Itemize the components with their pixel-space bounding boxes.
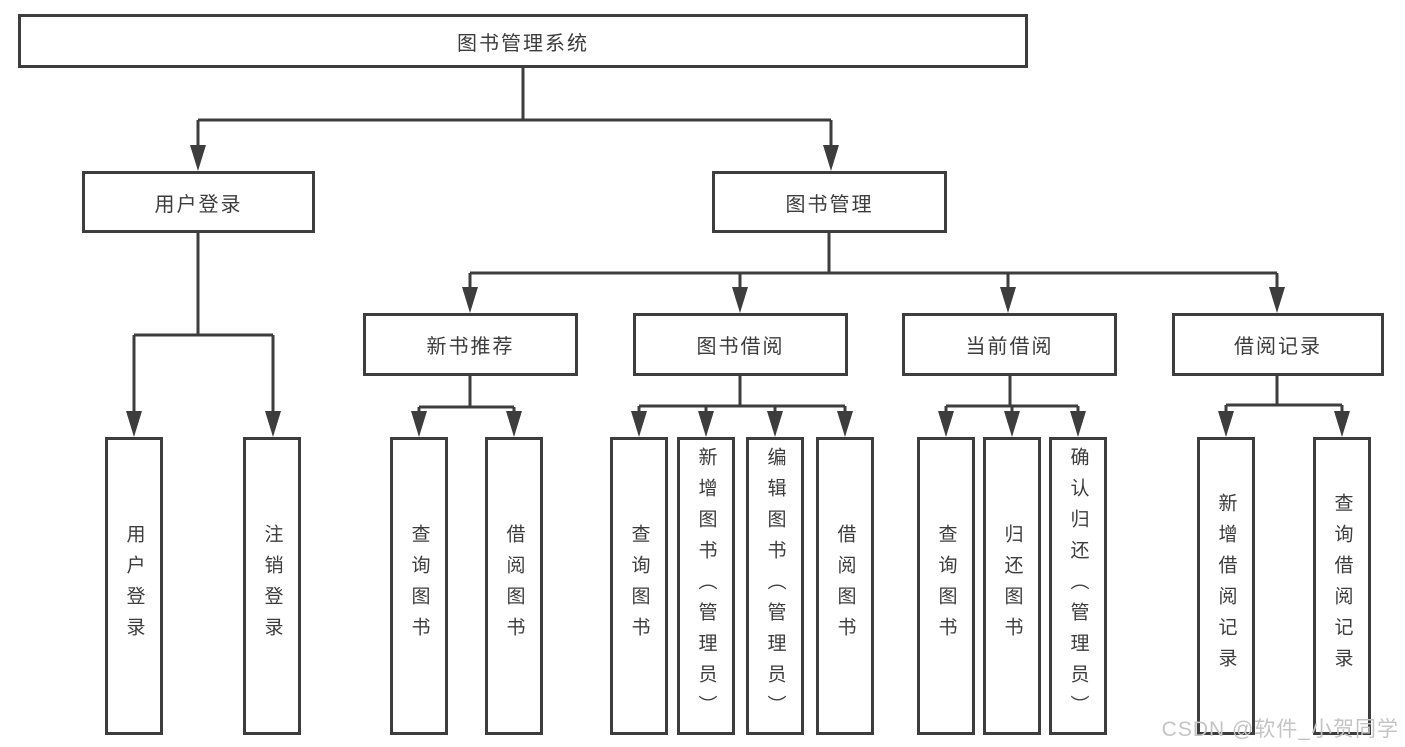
leaf-confirm-return-admin: 确认归还（管理员） [1049, 437, 1107, 735]
leaf-label: 查询借阅记录 [1331, 493, 1353, 679]
leaf-query-book-borrow: 查询图书 [610, 437, 668, 735]
leaf-label: 新增借阅记录 [1215, 493, 1237, 679]
arrow-icon [1004, 411, 1020, 437]
leaf-label: 借阅图书 [503, 524, 525, 648]
arrow-icon [837, 411, 853, 437]
leaf-label: 查询图书 [628, 524, 650, 648]
arrow-icon [126, 411, 142, 437]
leaf-label: 归还图书 [1001, 524, 1023, 648]
leaf-user-login: 用户登录 [105, 437, 163, 735]
arrow-icon [1334, 411, 1350, 437]
leaf-borrow-book-recommend: 借阅图书 [485, 437, 543, 735]
node-user-login-branch: 用户登录 [82, 171, 315, 233]
leaf-label: 用户登录 [123, 524, 145, 648]
leaf-label: 注销登录 [261, 524, 283, 648]
node-current-borrow: 当前借阅 [902, 313, 1117, 376]
node-label: 当前借阅 [965, 336, 1054, 358]
node-borrow-records: 借阅记录 [1172, 313, 1384, 376]
leaf-label: 借阅图书 [834, 524, 856, 648]
leaf-label: 查询图书 [935, 524, 957, 648]
arrow-icon [732, 287, 748, 313]
leaf-edit-book-admin: 编辑图书（管理员） [746, 437, 804, 735]
arrow-icon [462, 287, 478, 313]
node-label: 图书借阅 [696, 336, 785, 358]
arrow-icon [767, 411, 783, 437]
leaf-add-borrow-record: 新增借阅记录 [1197, 437, 1255, 735]
leaf-query-book-current: 查询图书 [917, 437, 975, 735]
arrow-icon [938, 411, 954, 437]
leaf-logout: 注销登录 [243, 437, 301, 735]
arrow-icon [1269, 287, 1285, 313]
leaf-add-book-admin: 新增图书（管理员） [677, 437, 735, 735]
arrow-icon [265, 411, 281, 437]
node-library-management-system: 图书管理系统 [18, 14, 1028, 68]
node-label: 图书管理系统 [457, 32, 589, 55]
leaf-label: 查询图书 [408, 524, 430, 648]
node-label: 借阅记录 [1234, 336, 1322, 358]
arrow-icon [631, 411, 647, 437]
node-book-management: 图书管理 [712, 171, 947, 233]
leaf-return-book: 归还图书 [983, 437, 1041, 735]
arrow-icon [1070, 411, 1086, 437]
leaf-label: 编辑图书（管理员） [764, 446, 786, 726]
arrow-icon [823, 145, 839, 171]
leaf-query-book-recommend: 查询图书 [390, 437, 448, 735]
node-new-book-recommend: 新书推荐 [363, 313, 578, 376]
arrow-icon [506, 411, 522, 437]
leaf-borrow-book: 借阅图书 [816, 437, 874, 735]
node-label: 图书管理 [785, 193, 874, 216]
node-label: 用户登录 [154, 193, 243, 216]
leaf-label: 新增图书（管理员） [695, 446, 717, 726]
arrow-icon [1218, 411, 1234, 437]
leaf-query-borrow-record: 查询借阅记录 [1313, 437, 1371, 735]
arrow-icon [411, 411, 427, 437]
watermark: CSDN @软件_小贺同学 [1161, 718, 1399, 741]
arrow-icon [698, 411, 714, 437]
arrow-icon [190, 145, 206, 171]
leaf-label: 确认归还（管理员） [1067, 446, 1089, 726]
node-book-borrow: 图书借阅 [633, 313, 848, 376]
node-label: 新书推荐 [426, 336, 515, 358]
arrow-icon [1000, 287, 1016, 313]
